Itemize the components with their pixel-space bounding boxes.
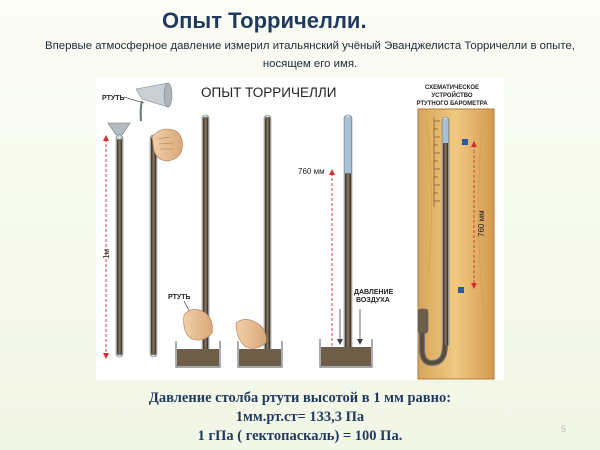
label-760: 760 мм bbox=[298, 167, 325, 176]
barometer-scale-label: 760 мм bbox=[477, 210, 486, 237]
barometer-caption-2: УСТРОЙСТВО bbox=[431, 91, 473, 99]
label-1m: 1м bbox=[102, 249, 111, 259]
tube-capped-by-hand bbox=[149, 128, 183, 358]
footer-line-2: 1мм.рт.ст= 133,3 Па bbox=[235, 409, 365, 425]
label-air-pressure-1: ДАВЛЕНИЕ bbox=[354, 289, 394, 296]
label-mercury-top: РТУТЬ bbox=[102, 95, 125, 102]
hand-icon bbox=[151, 128, 183, 162]
figure-heading: ОПЫТ ТОРРИЧЕЛЛИ bbox=[201, 85, 336, 100]
label-air-pressure-2: ВОЗДУХА bbox=[356, 297, 390, 304]
barometer-caption-3: РТУТНОГО БАРОМЕТРА bbox=[416, 101, 488, 107]
barometer-caption-1: СХЕМАТИЧЕСКОЕ bbox=[425, 85, 479, 91]
footer-line-1: Давление столба ртути высотой в 1 мм рав… bbox=[148, 390, 452, 406]
illustration-svg: ОПЫТ ТОРРИЧЕЛЛИ РТУТЬ 1м РТ bbox=[102, 82, 495, 380]
label-mercury-bottom: РТУТЬ bbox=[168, 294, 191, 301]
slide-subtitle: Впервые атмосферное давление измерил ита… bbox=[45, 40, 575, 70]
page-number: 5 bbox=[560, 424, 566, 434]
tube-760mm-column: 760 мм ДАВЛЕНИЕ ВОЗДУХА bbox=[298, 114, 394, 368]
slide-title: Опыт Торричелли. bbox=[162, 8, 367, 33]
tube-inverted-in-bowl: РТУТЬ bbox=[168, 114, 221, 368]
hand-icon-bowl bbox=[183, 309, 213, 341]
funnel bbox=[107, 122, 131, 136]
mercury-bowl bbox=[175, 341, 221, 368]
footer-line-3: 1 гПа ( гектопаскаль) = 100 Па. bbox=[197, 428, 403, 444]
tube-with-funnel: РТУТЬ 1м bbox=[102, 82, 173, 359]
mercury-barometer: СХЕМАТИЧЕСКОЕ УСТРОЙСТВО РТУТНОГО БАРОМЕ… bbox=[416, 85, 495, 380]
tube-released-in-bowl bbox=[235, 114, 283, 368]
torricelli-illustration: ОПЫТ ТОРРИЧЕЛЛИ РТУТЬ 1м РТ bbox=[96, 77, 504, 380]
hand-icon-release bbox=[235, 319, 267, 349]
